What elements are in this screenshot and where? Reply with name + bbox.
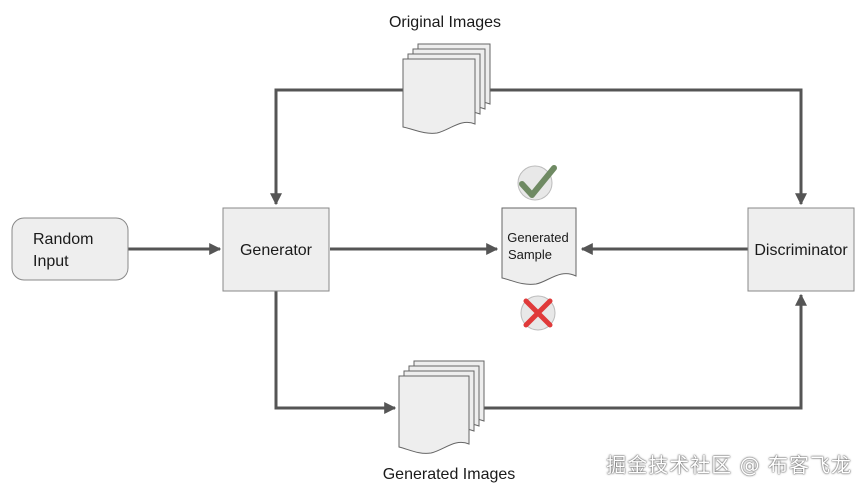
checkmark-icon [517, 165, 557, 201]
cross-icon [520, 295, 556, 331]
generated-sample-label-line1: Generated [507, 230, 568, 245]
connectors [128, 88, 807, 414]
discriminator-node: Discriminator [747, 207, 855, 292]
arrow-generator-to-generated-images [274, 291, 397, 414]
discriminator-label: Discriminator [754, 242, 848, 259]
generator-node: Generator [222, 207, 330, 292]
generated-images-label: Generated Images [383, 466, 516, 483]
random-input-node: Random Input [11, 217, 129, 281]
generated-sample-label-line2: Sample [508, 247, 552, 262]
original-images-stack: Original Images [389, 14, 501, 134]
arrow-original-to-generator [270, 88, 405, 206]
generated-images-stack: Generated Images [383, 360, 516, 483]
arrow-generated-images-to-discriminator [484, 293, 807, 410]
random-input-label-line2: Input [33, 253, 69, 270]
original-images-label: Original Images [389, 14, 501, 31]
random-input-label-line1: Random [33, 231, 93, 248]
generated-sample-document: Generated Sample [501, 207, 577, 285]
watermark: 掘金技术社区 @ 布客飞龙 [606, 453, 852, 477]
arrow-original-to-discriminator [490, 88, 807, 206]
generator-label: Generator [240, 242, 313, 259]
